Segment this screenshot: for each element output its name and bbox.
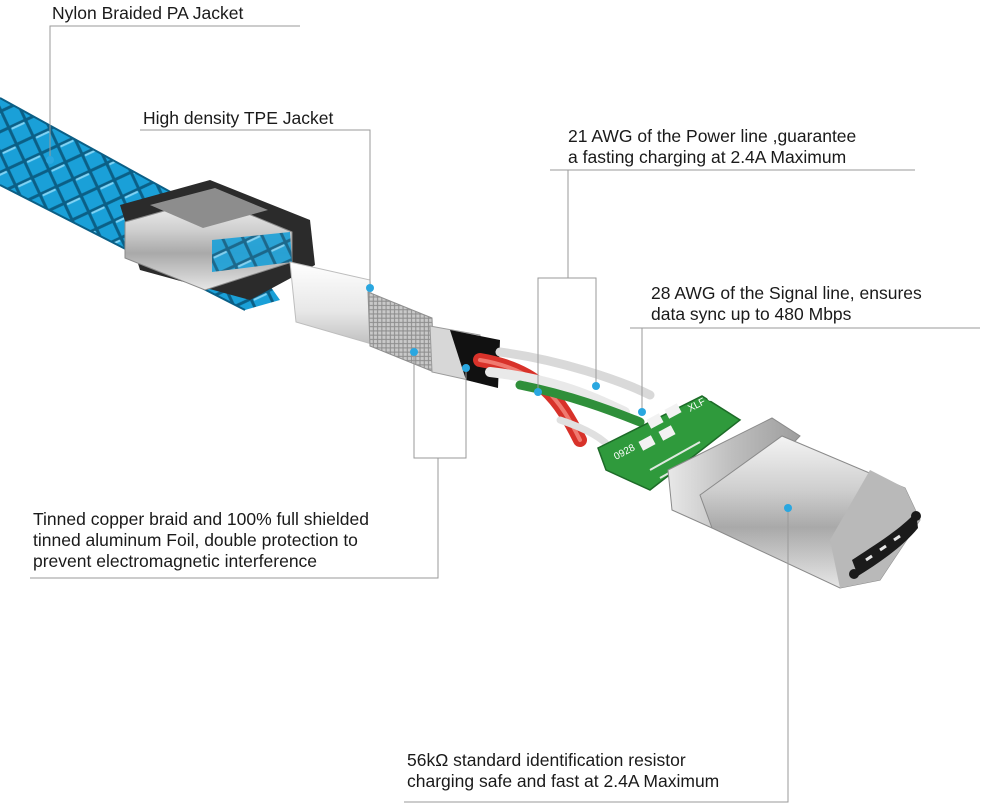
- tpe-jacket: [289, 261, 376, 346]
- usb-c-connector: [667, 417, 921, 589]
- callout-resistor: 56kΩ standard identification resistor ch…: [407, 750, 720, 791]
- callout-power-line: 21 AWG of the Power line ,guarantee a fa…: [568, 126, 857, 167]
- callout-signal-line: 28 AWG of the Signal line, ensures data …: [651, 283, 922, 324]
- leader-lines: [30, 25, 980, 803]
- callout-dot-power-white: [592, 382, 600, 390]
- callout-dot-nylon: [46, 156, 54, 164]
- callout-dot-power-red: [534, 388, 542, 396]
- callout-dot-resistor: [784, 504, 792, 512]
- metal-band: [124, 188, 293, 291]
- callout-shielding: Tinned copper braid and 100% full shield…: [33, 509, 369, 571]
- callout-dot-signal: [638, 408, 646, 416]
- callout-dot-tpe: [366, 284, 374, 292]
- shield-braid: [367, 291, 435, 373]
- callout-dots: [46, 156, 792, 512]
- callout-nylon-jacket: Nylon Braided PA Jacket: [52, 3, 244, 23]
- callout-tpe-jacket: High density TPE Jacket: [143, 108, 334, 128]
- pcb-board: [597, 395, 742, 491]
- callout-dot-foil: [462, 364, 470, 372]
- callout-dot-braid: [410, 348, 418, 356]
